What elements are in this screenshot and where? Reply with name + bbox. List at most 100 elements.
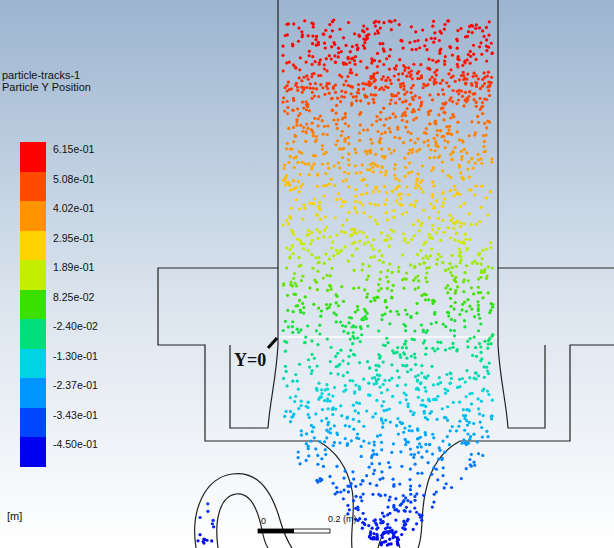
particle bbox=[481, 112, 484, 115]
particle bbox=[438, 52, 441, 55]
particle bbox=[286, 309, 289, 312]
particle bbox=[456, 386, 459, 389]
particle bbox=[349, 484, 352, 487]
particle bbox=[475, 355, 478, 358]
particle bbox=[365, 192, 368, 195]
particle bbox=[391, 395, 394, 398]
particle bbox=[464, 82, 467, 85]
particle bbox=[362, 24, 365, 27]
particle bbox=[334, 216, 337, 219]
particle bbox=[404, 443, 407, 446]
particle bbox=[487, 372, 490, 375]
particle bbox=[449, 371, 452, 374]
particle bbox=[377, 20, 380, 23]
particle bbox=[431, 224, 434, 227]
particle bbox=[327, 421, 330, 424]
particle bbox=[385, 408, 388, 411]
particle bbox=[351, 335, 354, 338]
particle bbox=[312, 162, 315, 165]
particle bbox=[368, 366, 371, 369]
particle bbox=[295, 198, 298, 201]
particle bbox=[431, 25, 434, 28]
particle bbox=[358, 239, 361, 242]
particle bbox=[397, 266, 400, 269]
particle bbox=[472, 433, 475, 436]
particle bbox=[303, 19, 306, 22]
particle bbox=[333, 54, 336, 57]
particle bbox=[439, 47, 442, 50]
particle bbox=[420, 76, 423, 79]
particle bbox=[482, 35, 485, 38]
particle bbox=[439, 341, 442, 344]
particle bbox=[332, 118, 335, 121]
particle bbox=[323, 262, 326, 265]
particle bbox=[403, 93, 406, 96]
particle bbox=[322, 276, 325, 279]
particle bbox=[310, 339, 313, 342]
particle bbox=[453, 238, 456, 241]
particle bbox=[473, 72, 476, 75]
particle bbox=[432, 436, 435, 439]
particle bbox=[347, 259, 350, 262]
particle bbox=[330, 346, 333, 349]
particle bbox=[354, 409, 357, 412]
particle bbox=[409, 315, 412, 318]
particle bbox=[441, 474, 444, 477]
particle bbox=[331, 240, 334, 243]
particle bbox=[379, 170, 382, 173]
particle bbox=[389, 48, 392, 51]
particle bbox=[404, 126, 407, 129]
particle bbox=[386, 76, 389, 79]
particle bbox=[338, 74, 341, 77]
particle bbox=[435, 199, 438, 202]
particle bbox=[332, 254, 335, 257]
particle bbox=[423, 410, 426, 413]
particle bbox=[377, 329, 380, 332]
particle bbox=[459, 27, 462, 30]
particle bbox=[477, 407, 480, 410]
particle bbox=[414, 186, 417, 189]
particle bbox=[325, 383, 328, 386]
particle bbox=[402, 287, 405, 290]
particle bbox=[329, 427, 332, 430]
particle bbox=[359, 340, 362, 343]
particle bbox=[328, 35, 331, 38]
particle bbox=[354, 195, 357, 198]
particle bbox=[292, 179, 295, 182]
particle bbox=[436, 347, 439, 350]
particle bbox=[372, 238, 375, 241]
particle bbox=[359, 171, 362, 174]
particle bbox=[410, 73, 413, 76]
particle bbox=[304, 140, 307, 143]
particle bbox=[287, 325, 290, 328]
particle bbox=[421, 179, 424, 182]
particle bbox=[416, 219, 419, 222]
particle bbox=[326, 387, 329, 390]
particle bbox=[329, 400, 332, 403]
particle bbox=[324, 215, 327, 218]
particle bbox=[409, 132, 412, 135]
particle bbox=[404, 166, 407, 169]
particle bbox=[486, 85, 489, 88]
particle bbox=[366, 152, 369, 155]
particle bbox=[379, 518, 382, 521]
particle bbox=[436, 133, 439, 136]
particle bbox=[329, 431, 332, 434]
particle bbox=[284, 183, 287, 186]
particle bbox=[447, 314, 450, 317]
particle bbox=[402, 85, 405, 88]
particle bbox=[307, 34, 310, 37]
particle bbox=[374, 32, 377, 35]
particle bbox=[443, 63, 446, 66]
particle bbox=[428, 443, 431, 446]
particle bbox=[487, 393, 490, 396]
particle bbox=[368, 215, 371, 218]
particle bbox=[318, 324, 321, 327]
particle bbox=[354, 55, 357, 58]
particle bbox=[458, 89, 461, 92]
particle bbox=[483, 122, 486, 125]
particle bbox=[472, 44, 475, 47]
particle bbox=[458, 250, 461, 253]
particle bbox=[320, 388, 323, 391]
particle bbox=[414, 200, 417, 203]
